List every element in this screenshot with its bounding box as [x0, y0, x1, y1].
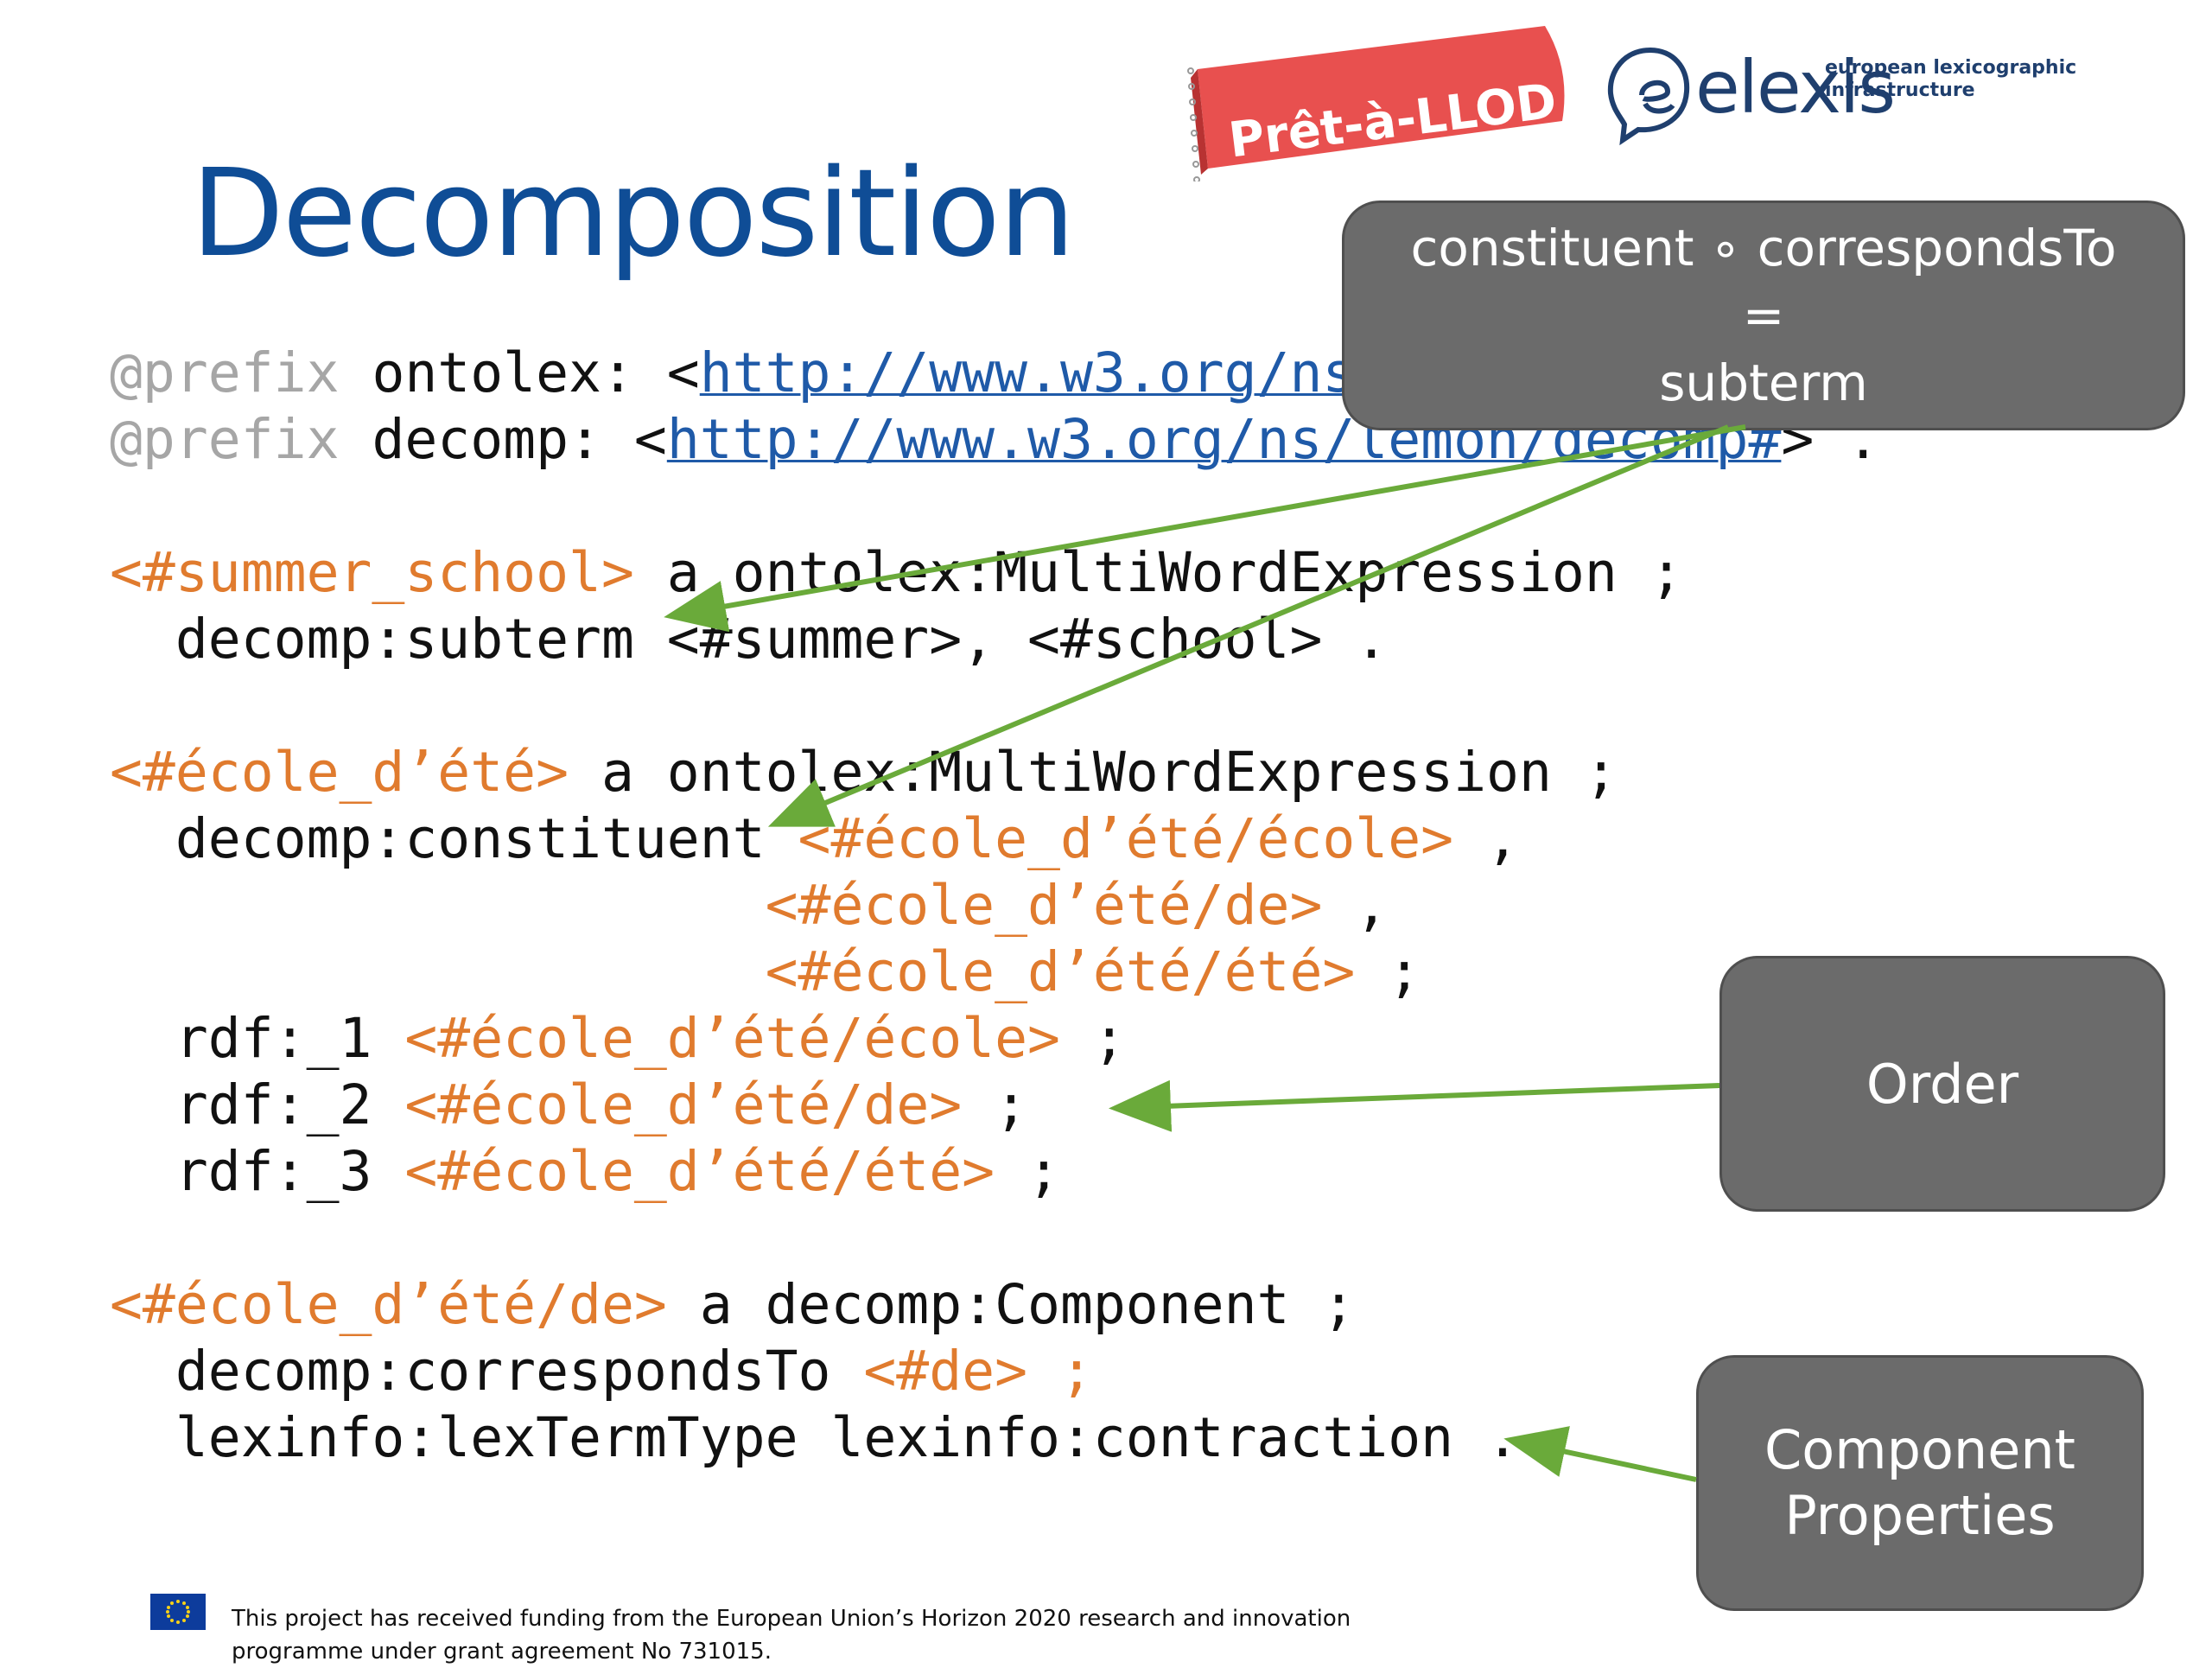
callout-order: Order — [1719, 956, 2165, 1212]
punct: ; — [1355, 940, 1421, 1003]
eu-flag-icon — [150, 1594, 206, 1630]
predicate: rdf:_1 — [110, 1007, 405, 1070]
code-line-constituent-2: <#école_d’été/de> , — [110, 872, 1389, 939]
predicate: decomp:constituent — [110, 807, 798, 870]
elexis-wordmark: elexis — [1695, 45, 1896, 130]
triple-rest: a decomp:Component ; — [666, 1273, 1356, 1336]
code-line-rdf-2: rdf:_2 <#école_d’été/de> ; — [110, 1072, 1027, 1138]
elexis-head-icon — [1607, 47, 1690, 146]
punct: ; — [995, 1140, 1060, 1203]
resource-subject: <#summer_school> — [110, 541, 634, 604]
punct: ; — [1059, 1007, 1126, 1070]
triple-rest: a ontolex:MultiWordExpression ; — [569, 741, 1618, 804]
arrow-to-component-properties — [1503, 1426, 1697, 1482]
punct: , — [1322, 874, 1389, 937]
callout-line: = — [1742, 286, 1785, 345]
resource-object: <#école_d’été/de> — [765, 874, 1323, 937]
code-line-constituent-3: <#école_d’été/été> ; — [110, 939, 1421, 1005]
prefix-keyword: @prefix — [110, 408, 340, 471]
predicate: decomp:correspondsTo — [110, 1340, 864, 1403]
callout-subterm-definition: constituent ∘ correspondsTo = subterm — [1342, 201, 2185, 430]
code-line-lex-term-type: lexinfo:lexTermType lexinfo:contraction … — [110, 1406, 1519, 1469]
predicate: rdf:_2 — [110, 1073, 405, 1136]
callout-component-properties: Component Properties — [1696, 1355, 2144, 1611]
slide-title: Decomposition — [191, 143, 1075, 284]
resource-object: <#école_d’été/école> — [798, 807, 1454, 870]
resource-subject: <#école_d’été> — [110, 741, 569, 804]
elexis-logo: elexis european lexicographic infrastruc… — [1599, 35, 2082, 147]
arrow-to-order — [1109, 1079, 1720, 1132]
code-line-ecole-dete: <#école_d’été> a ontolex:MultiWordExpres… — [110, 739, 1618, 805]
prefix-rest: decomp: < — [339, 408, 667, 471]
pret-a-llod-logo: Prêt-à-LLOD — [1187, 26, 1565, 181]
code-line-rdf-1: rdf:_1 <#école_d’été/école> ; — [110, 1005, 1126, 1072]
punct: , — [1453, 807, 1519, 870]
code-line-summer-school: <#summer_school> a ontolex:MultiWordExpr… — [110, 539, 1683, 606]
resource-object: <#école_d’été/été> — [765, 940, 1356, 1003]
funding-footer: This project has received funding from t… — [232, 1606, 1351, 1665]
callout-line: constituent ∘ correspondsTo — [1410, 219, 2117, 277]
prefix-rest: ontolex: < — [339, 341, 700, 404]
code-line-component: <#école_d’été/de> a decomp:Component ; — [110, 1271, 1355, 1338]
resource-object: <#école_d’été/été> — [404, 1140, 995, 1203]
code-line-corresponds-to: decomp:correspondsTo <#de> ; — [110, 1338, 1093, 1404]
resource-object: <#école_d’été/école> — [404, 1007, 1060, 1070]
elexis-tagline: european lexicographic infrastructure — [1825, 57, 2077, 101]
resource-subject: <#école_d’été/de> — [110, 1273, 667, 1336]
predicate: rdf:_3 — [110, 1140, 405, 1203]
code-line-subterm: decomp:subterm <#summer>, <#school> . — [110, 608, 1389, 671]
ribbon-icon — [1187, 26, 1565, 181]
code-line-rdf-3: rdf:_3 <#école_d’été/été> ; — [110, 1138, 1060, 1205]
punct: ; — [962, 1073, 1028, 1136]
code-line-constituent: decomp:constituent <#école_d’été/école> … — [110, 805, 1519, 872]
resource-object: <#école_d’été/de> — [404, 1073, 963, 1136]
callout-line: subterm — [1659, 353, 1868, 412]
callout-line: Component — [1764, 1418, 2075, 1481]
callout-line: Properties — [1784, 1484, 2056, 1547]
callout-line: Order — [1866, 1052, 2019, 1116]
resource-object: <#de> ; — [863, 1340, 1093, 1403]
triple-rest: a ontolex:MultiWordExpression ; — [633, 541, 1683, 604]
prefix-keyword: @prefix — [110, 341, 340, 404]
